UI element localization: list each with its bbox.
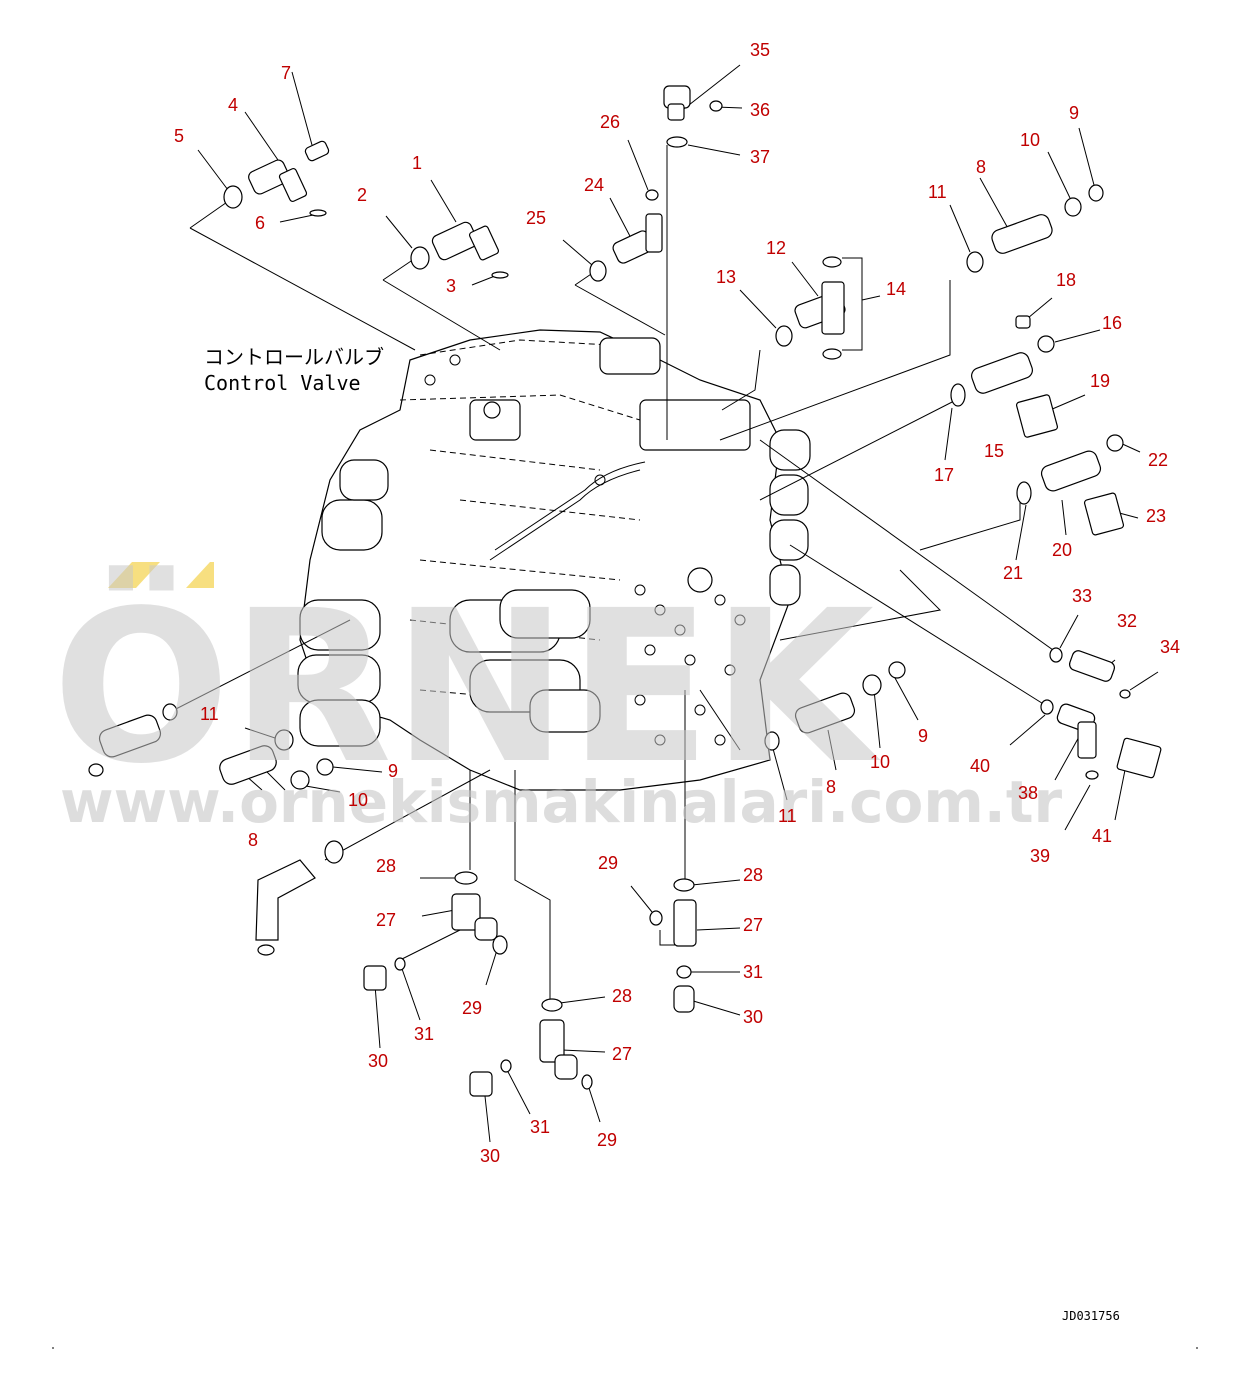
sensor-32 <box>1049 647 1131 699</box>
callout-label: 11 <box>778 806 797 826</box>
callout-label: 31 <box>743 962 763 982</box>
callout-label: 39 <box>1030 846 1050 866</box>
callout-label: 30 <box>480 1146 500 1166</box>
sensor-8-top <box>966 184 1104 273</box>
callout-label: 24 <box>584 175 604 195</box>
callout-label: 31 <box>414 1024 434 1044</box>
callout-label: 30 <box>368 1051 388 1071</box>
callout-label: 8 <box>248 830 258 850</box>
callout-label: 22 <box>1148 450 1168 470</box>
callout-label: 27 <box>612 1044 632 1064</box>
fitting-27-left <box>363 871 508 991</box>
callout-labels: 35 36 37 26 24 25 1 2 3 7 4 5 6 9 10 8 1… <box>174 40 1180 1166</box>
callout-label: 40 <box>970 756 990 776</box>
sensor-8-left <box>88 703 334 790</box>
drawing-code: JD031756 <box>1062 1309 1120 1323</box>
callout-label: 32 <box>1117 611 1137 631</box>
callout-label: 29 <box>462 998 482 1018</box>
callout-label: 1 <box>412 153 422 173</box>
callout-label: 7 <box>281 63 291 83</box>
callout-label: 2 <box>357 185 367 205</box>
callout-label: 9 <box>1069 103 1079 123</box>
callout-label: 33 <box>1072 586 1092 606</box>
watermark: ÖRNEK www.ornekismakinalari.com.tr <box>52 562 1063 836</box>
callout-label: 31 <box>530 1117 550 1137</box>
callout-label: 19 <box>1090 371 1110 391</box>
callout-label: 10 <box>348 790 368 810</box>
callout-label: 11 <box>200 704 219 724</box>
callout-label: 41 <box>1092 826 1112 846</box>
component-parts <box>88 85 1162 1097</box>
fitting-27-bottom <box>469 998 593 1097</box>
callout-label: 5 <box>174 126 184 146</box>
sensor-20 <box>1016 434 1125 536</box>
callout-label: 30 <box>743 1007 763 1027</box>
sensor-38-41 <box>1040 699 1162 780</box>
callout-label: 15 <box>984 441 1004 461</box>
sensor-15 <box>950 315 1059 438</box>
fitting-27-right <box>649 878 697 1013</box>
tee-12 <box>775 256 846 360</box>
callout-label: 6 <box>255 213 265 233</box>
callout-label: 21 <box>1003 563 1023 583</box>
callout-label: 18 <box>1056 270 1076 290</box>
callout-label: 10 <box>870 752 890 772</box>
callout-label: 10 <box>1020 130 1040 150</box>
callout-label: 17 <box>934 465 954 485</box>
callout-label: 20 <box>1052 540 1072 560</box>
callout-label: 25 <box>526 208 546 228</box>
elbow-left <box>255 840 344 956</box>
watermark-brand: ÖRNEK <box>52 564 881 810</box>
callout-label: 9 <box>918 726 928 746</box>
caption-en: Control Valve <box>204 371 361 395</box>
watermark-url: www.ornekismakinalari.com.tr <box>60 768 1063 836</box>
callout-label: 3 <box>446 276 456 296</box>
sensor-8-right <box>764 661 906 751</box>
elbow-35 <box>663 85 723 148</box>
callout-label: 14 <box>886 279 906 299</box>
callout-label: 38 <box>1018 783 1038 803</box>
callout-label: 28 <box>743 865 763 885</box>
callout-label: 9 <box>388 761 398 781</box>
callout-label: 27 <box>743 915 763 935</box>
callout-label: 23 <box>1146 506 1166 526</box>
callout-label: 11 <box>928 182 947 202</box>
callout-label: 36 <box>750 100 770 120</box>
callout-label: 28 <box>376 856 396 876</box>
callout-label: 8 <box>976 157 986 177</box>
fitting-24 <box>589 189 663 282</box>
leader-lines <box>169 64 1159 1143</box>
callout-label: 28 <box>612 986 632 1006</box>
callout-label: 12 <box>766 238 786 258</box>
callout-label: 13 <box>716 267 736 287</box>
sensor-assembly-4 <box>223 140 330 217</box>
callout-label: 27 <box>376 910 396 930</box>
sensor-assembly-1 <box>410 221 509 279</box>
caption-jp: コントロールバルブ <box>204 345 384 369</box>
callout-label: 4 <box>228 95 238 115</box>
callout-label: 29 <box>597 1130 617 1150</box>
callout-label: 35 <box>750 40 770 60</box>
callout-label: 34 <box>1160 637 1180 657</box>
callout-label: 37 <box>750 147 770 167</box>
callout-label: 8 <box>826 777 836 797</box>
callout-label: 16 <box>1102 313 1122 333</box>
callout-label: 29 <box>598 853 618 873</box>
callout-label: 26 <box>600 112 620 132</box>
